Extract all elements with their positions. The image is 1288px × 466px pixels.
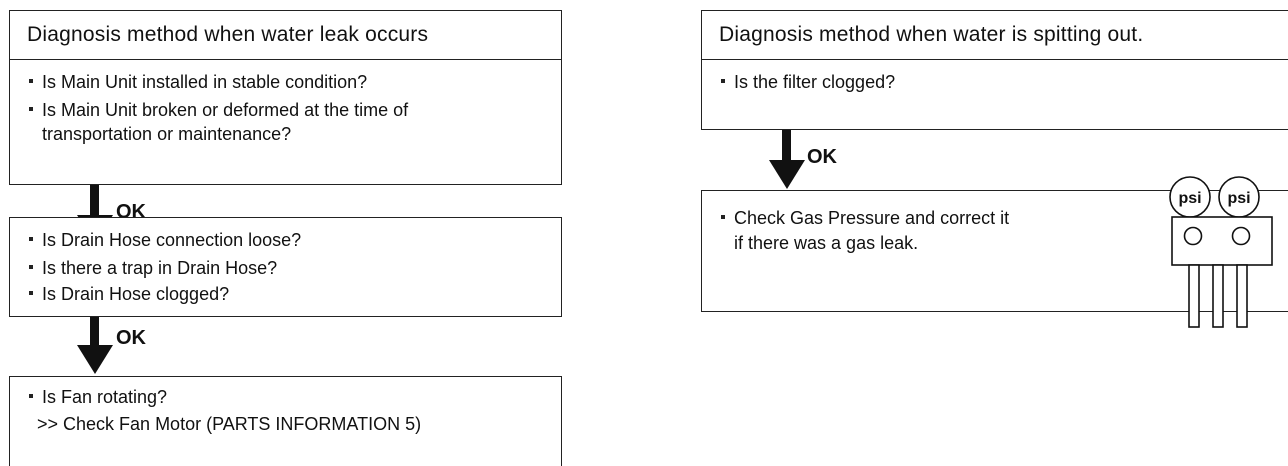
left-ok-label-2: OK — [116, 327, 146, 349]
left-step1-line2: Is Main Unit broken or deformed at the t… — [29, 100, 408, 121]
bullet-icon — [721, 79, 725, 84]
gauge-manifold-icon: psi psi — [1169, 176, 1273, 328]
bullet-icon — [721, 215, 725, 220]
right-ok-label-1: OK — [807, 146, 837, 168]
bullet-icon — [29, 237, 33, 242]
left-header-title: Diagnosis method when water leak occurs — [27, 23, 429, 46]
bullet-icon — [29, 265, 33, 270]
right-step1-line1: Is the filter clogged? — [721, 72, 895, 93]
down-arrow-icon — [769, 130, 805, 189]
down-arrow-icon — [77, 317, 113, 374]
gauge-label-left: psi — [1178, 190, 1201, 207]
right-header-title: Diagnosis method when water is spitting … — [719, 23, 1144, 46]
left-step3-box: Is Fan rotating? >> Check Fan Motor (PAR… — [9, 376, 562, 466]
left-step2-line3: Is Drain Hose clogged? — [29, 284, 229, 305]
right-header-divider — [702, 59, 1288, 60]
left-header-divider — [10, 59, 561, 60]
left-step2-box: Is Drain Hose connection loose? Is there… — [9, 217, 562, 317]
left-step3-line2: >> Check Fan Motor (PARTS INFORMATION 5) — [37, 414, 422, 434]
right-step2-line1: Check Gas Pressure and correct it — [721, 208, 1009, 229]
left-step2-line2: Is there a trap in Drain Hose? — [29, 258, 277, 279]
left-step1-line1: Is Main Unit installed in stable conditi… — [29, 72, 367, 93]
left-step3-line1: Is Fan rotating? — [29, 387, 167, 408]
gauge-label-right: psi — [1227, 190, 1250, 207]
left-step2-line1: Is Drain Hose connection loose? — [29, 230, 301, 251]
bullet-icon — [29, 394, 33, 399]
right-step2-line2: if there was a gas leak. — [734, 233, 919, 253]
right-step1-box: Diagnosis method when water is spitting … — [701, 10, 1288, 130]
bullet-icon — [29, 291, 33, 296]
bullet-icon — [29, 107, 33, 112]
left-step1-line3: transportation or maintenance? — [42, 124, 292, 144]
bullet-icon — [29, 79, 33, 84]
left-step1-box: Diagnosis method when water leak occurs … — [9, 10, 562, 185]
